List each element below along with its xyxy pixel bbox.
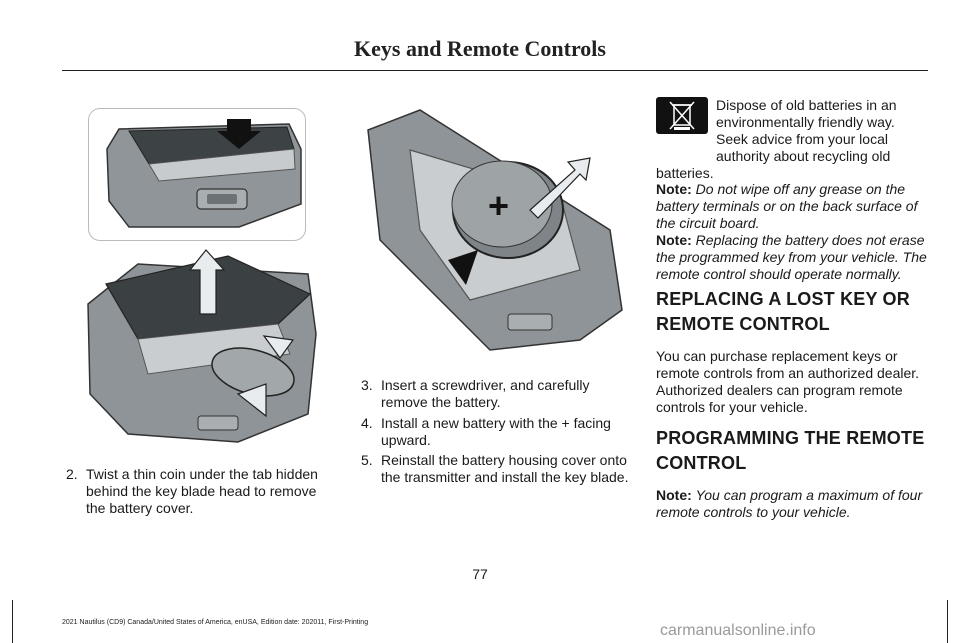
up-right-arrow-icon — [529, 157, 591, 219]
up-arrow-icon — [188, 249, 226, 315]
down-arrow-icon — [217, 119, 261, 149]
step-number: 2. — [66, 466, 78, 482]
step-number: 3. — [361, 377, 373, 393]
replacing-key-paragraph: You can purchase replacement keys or rem… — [656, 348, 920, 415]
open-battery-cover-illustration — [87, 249, 317, 443]
note-label: Note: — [656, 232, 692, 248]
step-3: 3. Insert a screwdriver, and carefully r… — [361, 377, 633, 411]
step-number: 4. — [361, 415, 373, 431]
battery-cover-detail-figure — [88, 108, 306, 241]
note-battery-erase: Note: Replacing the battery does not era… — [656, 232, 928, 283]
note-grease: Note: Do not wipe off any grease on the … — [656, 181, 928, 232]
note-text: You can program a maximum of four remote… — [656, 487, 923, 520]
crossed-out-bin-icon — [656, 97, 708, 134]
step-4: 4. Install a new battery with the + faci… — [361, 415, 633, 449]
note-max-remotes: Note: You can program a maximum of four … — [656, 487, 928, 521]
step-5: 5. Reinstall the battery housing cover o… — [361, 452, 633, 486]
page-number: 77 — [472, 566, 488, 582]
watermark: carmanualsonline.info — [660, 622, 816, 639]
step-2: 2. Twist a thin coin under the tab hidde… — [66, 466, 326, 518]
note-label: Note: — [656, 487, 692, 503]
note-text: Do not wipe off any grease on the batter… — [656, 181, 918, 231]
note-text: Replacing the battery does not erase the… — [656, 232, 927, 282]
page-title: Keys and Remote Controls — [354, 36, 606, 61]
step-text: Install a new battery with the + facing … — [381, 415, 611, 448]
screwdriver-arrow-icon — [448, 250, 478, 285]
left-arrow-icon — [236, 383, 267, 418]
right-arrow-icon — [262, 335, 295, 360]
crop-mark-right — [947, 600, 948, 643]
step-number: 5. — [361, 452, 373, 468]
section-heading-programming-remote: PROGRAMMING THE REMOTE CONTROL — [656, 428, 925, 473]
battery-removal-illustration: + — [367, 109, 623, 351]
plus-symbol: + — [488, 185, 509, 226]
step-text: Insert a screwdriver, and carefully remo… — [381, 377, 590, 410]
edition-footer: 2021 Nautilus (CD9) Canada/United States… — [62, 619, 369, 626]
dispose-batteries-paragraph: Dispose of old batteries in an environme… — [656, 97, 897, 181]
step-text: Twist a thin coin under the tab hidden b… — [86, 466, 318, 516]
crop-mark-left — [12, 600, 13, 643]
note-label: Note: — [656, 181, 692, 197]
header-divider — [62, 70, 928, 71]
step-text: Reinstall the battery housing cover onto… — [381, 452, 629, 485]
section-heading-replacing-lost-key: REPLACING A LOST KEY OR REMOTE CONTROL — [656, 289, 910, 334]
key-fob-detail-illustration — [106, 119, 302, 228]
